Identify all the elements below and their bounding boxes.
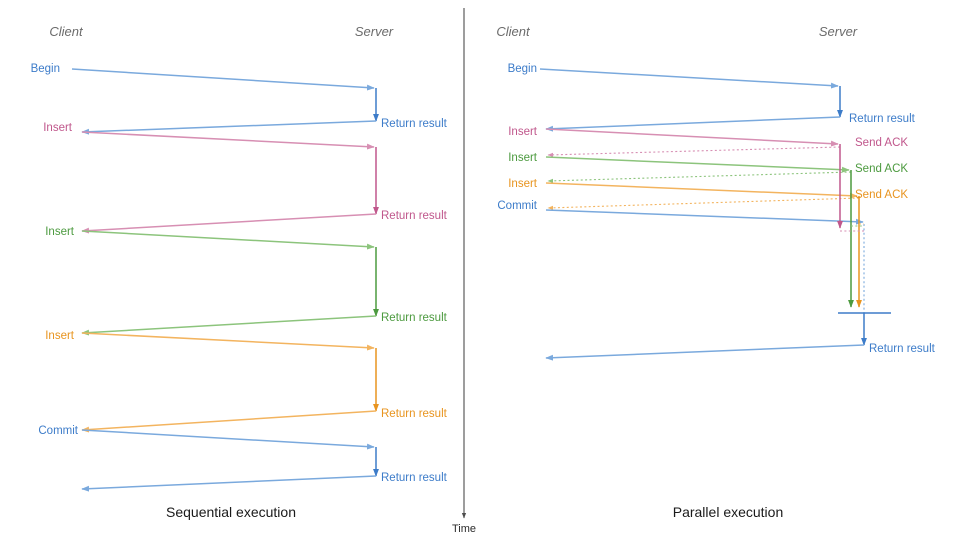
sequential-server-lane-title: Server (355, 24, 394, 39)
parallel-begin-request (539, 68, 839, 89)
messages-layer (71, 68, 891, 492)
parallel-client-label-2: Insert (508, 152, 538, 164)
sequential-client-label-0: Begin (31, 63, 60, 75)
sequential-client-label-3: Insert (45, 330, 75, 342)
sequential-client-label-2: Insert (45, 226, 75, 238)
parallel-client-label-4: Commit (497, 200, 537, 212)
sequential-server-label-1: Return result (381, 210, 448, 222)
parallel-insert1-ack (547, 146, 841, 158)
time-axis-label: Time (452, 523, 476, 535)
sequential-insert2-request (81, 230, 375, 250)
panel-parallel (539, 68, 891, 361)
parallel-server-label-0: Return result (849, 113, 916, 125)
sequential-begin-return (81, 120, 377, 135)
parallel-insert2-request (545, 156, 850, 173)
sequential-commit-request (81, 429, 375, 450)
sequential-insert1-request (81, 131, 375, 150)
sequential-insert3-return (81, 410, 377, 433)
parallel-begin-return (545, 116, 841, 132)
parallel-caption: Parallel execution (673, 504, 784, 520)
parallel-client-label-0: Begin (508, 63, 537, 75)
parallel-server-label-1: Send ACK (855, 137, 908, 149)
sequential-commit-return (81, 475, 377, 492)
parallel-server-label-4: Return result (869, 343, 936, 355)
sequential-insert3-request (81, 332, 375, 351)
sequential-client-lane-title: Client (49, 24, 84, 39)
parallel-client-label-1: Insert (508, 126, 538, 138)
parallel-commit-request (545, 209, 864, 225)
parallel-client-label-3: Insert (508, 178, 538, 190)
sequential-insert2-return (81, 315, 377, 336)
sequential-server-label-2: Return result (381, 312, 448, 324)
panel-sequential (71, 68, 379, 492)
sequential-insert1-return (81, 213, 377, 234)
sequential-server-label-0: Return result (381, 118, 448, 130)
parallel-commit-return (545, 344, 865, 361)
parallel-client-lane-title: Client (496, 24, 531, 39)
parallel-server-lane-title: Server (819, 24, 858, 39)
parallel-insert3-ack (547, 197, 860, 211)
sequential-server-label-4: Return result (381, 472, 448, 484)
sequential-caption: Sequential execution (166, 504, 296, 520)
sequential-client-label-1: Insert (43, 122, 73, 134)
parallel-insert3-request (545, 182, 858, 199)
parallel-insert1-request (545, 128, 839, 147)
sequential-client-label-4: Commit (38, 425, 78, 437)
parallel-insert2-ack (547, 171, 852, 184)
sequential-begin-request (71, 68, 375, 91)
sequential-server-label-3: Return result (381, 408, 448, 420)
parallel-server-label-3: Send ACK (855, 189, 908, 201)
parallel-server-label-2: Send ACK (855, 163, 908, 175)
